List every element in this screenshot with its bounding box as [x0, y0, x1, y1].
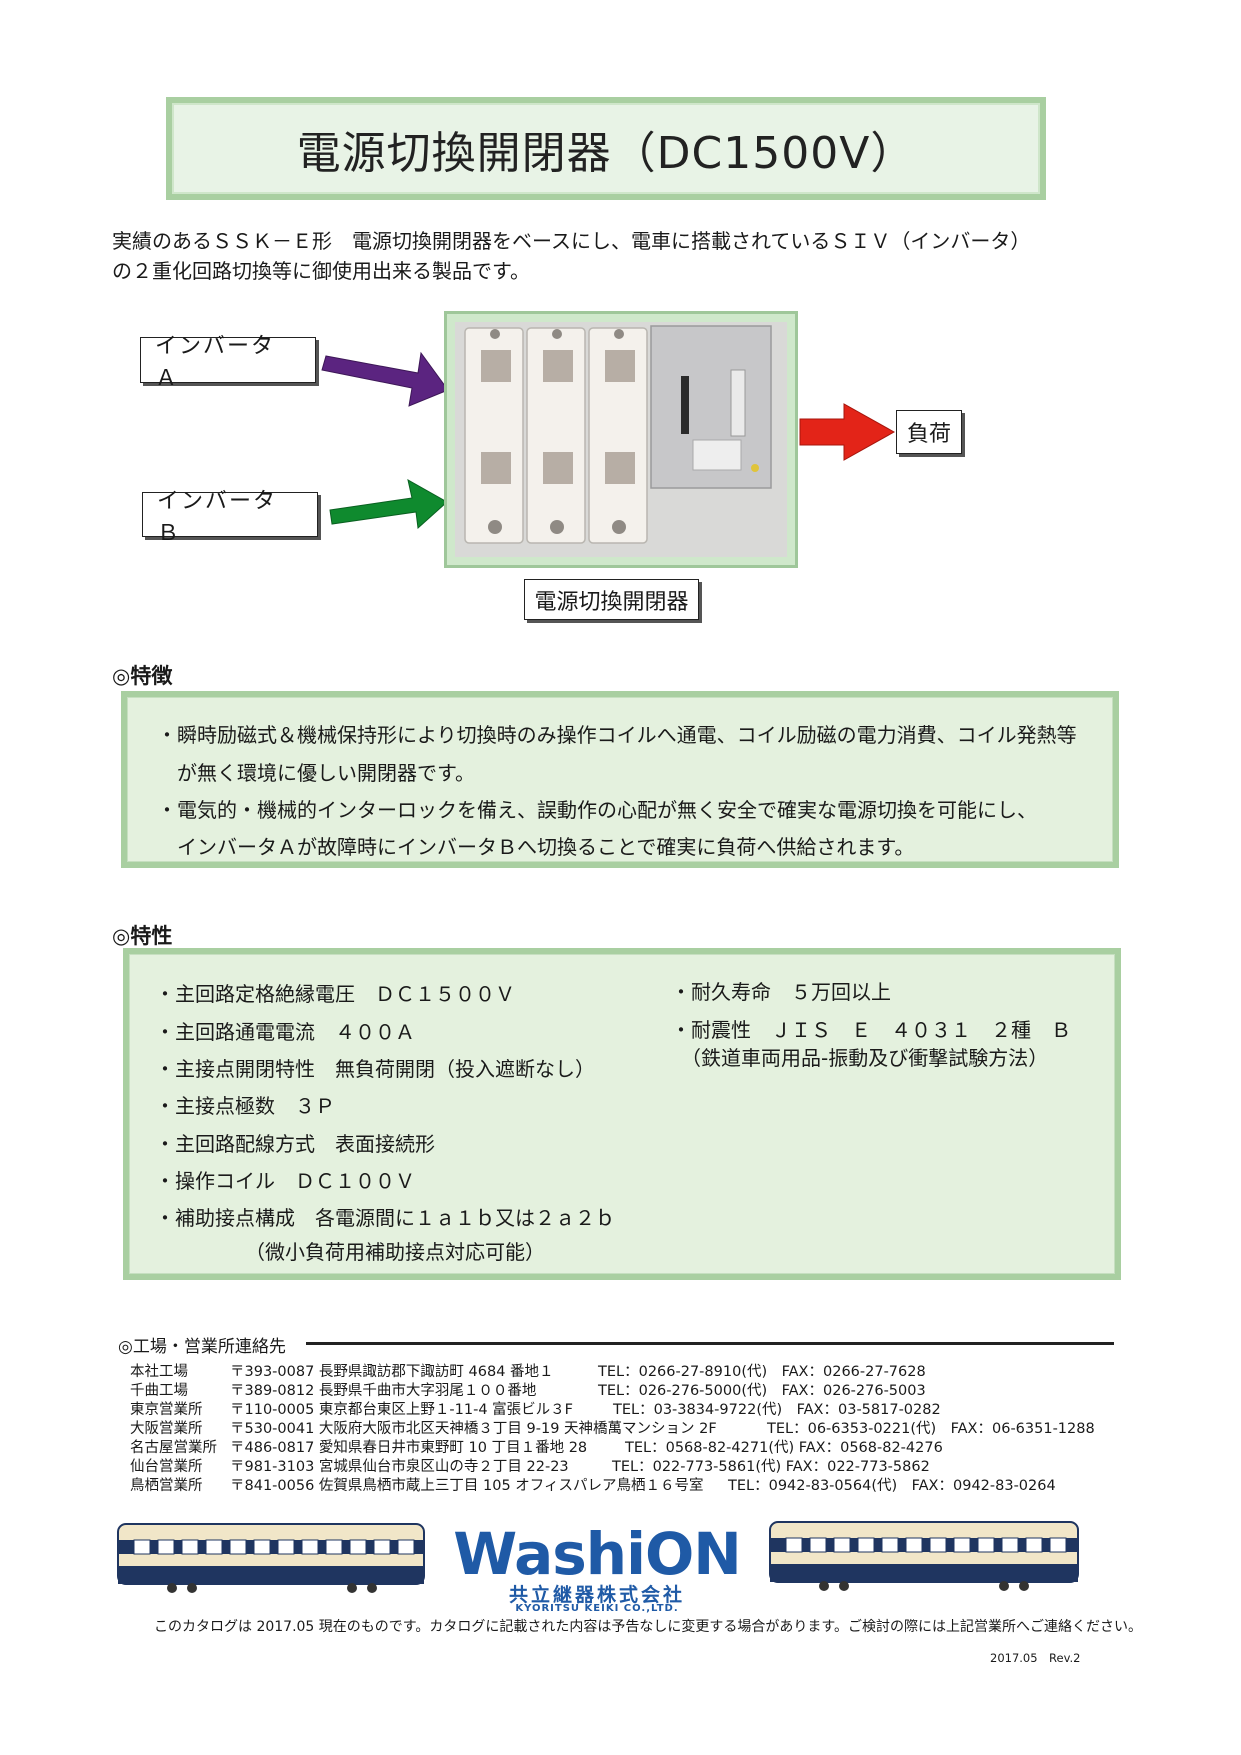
spec-line: ・主回路通電電流 ４００Ａ	[155, 1020, 415, 1044]
title-box: 電源切換開閉器（DC1500V）	[166, 97, 1046, 200]
office-name: 鳥栖営業所	[130, 1478, 203, 1494]
page-title: 電源切換開閉器（DC1500V）	[296, 127, 916, 179]
office-phone: TEL：0266-27-8910(代) FAX：0266-27-7628	[598, 1364, 926, 1380]
spec-line: ・操作コイル ＤＣ１００Ｖ	[155, 1169, 415, 1193]
company-name-jp: 共立継器株式会社	[508, 1584, 685, 1606]
office-name: 名古屋営業所	[130, 1440, 217, 1456]
feature-line: インバータＡが故障時にインバータＢへ切換ることで確実に負荷へ供給されます。	[157, 835, 915, 859]
spec-line: ・主接点極数 ３Ｐ	[155, 1094, 335, 1118]
load-label: 負荷	[896, 410, 962, 454]
office-name: 仙台営業所	[130, 1459, 203, 1475]
office-name: 大阪営業所	[130, 1421, 203, 1437]
office-phone: TEL：022-773-5861(代) FAX：022-773-5862	[612, 1459, 930, 1475]
office-address: 〒841-0056 佐賀県鳥栖市蔵上三丁目 105 オフィスパレア鳥栖１６号室	[230, 1478, 704, 1494]
device-photo	[455, 322, 787, 557]
arrow-load	[799, 403, 896, 461]
arrow-inverter-a	[321, 351, 449, 407]
office-address: 〒486-0817 愛知県春日井市東野町 10 丁目１番地 28	[230, 1440, 588, 1456]
office-name: 東京営業所	[130, 1402, 203, 1418]
train-right-illustration	[769, 1521, 1079, 1591]
office-phone: TEL：0568-82-4271(代) FAX：0568-82-4276	[625, 1440, 943, 1456]
office-name: 千曲工場	[130, 1383, 188, 1399]
office-phone: TEL：06-6353-0221(代) FAX：06-6351-1288	[767, 1421, 1095, 1437]
feature-line: ・電気的・機械的インターロックを備え、誤動作の心配が無く安全で確実な電源切換を可…	[157, 798, 1037, 822]
train-left-illustration	[117, 1523, 425, 1593]
office-phone: TEL：03-3834-9722(代) FAX：03-5817-0282	[613, 1402, 941, 1418]
spec-line: ・主回路配線方式 表面接続形	[155, 1132, 435, 1156]
company-logo: WashiON	[453, 1520, 742, 1588]
revision-label: 2017.05 Rev.2	[990, 1651, 1081, 1665]
arrow-inverter-b	[329, 479, 448, 530]
feature-line: ・瞬時励磁式＆機械保持形により切換時のみ操作コイルへ通電、コイル励磁の電力消費、…	[157, 723, 1077, 747]
device-label: 電源切換開閉器	[524, 579, 699, 620]
specs-box: ・主回路定格絶縁電圧 ＤＣ１５００Ｖ ・主回路通電電流 ４００Ａ ・主接点開閉特…	[123, 948, 1121, 1280]
office-address: 〒110-0005 東京都台東区上野１-11-4 富張ビル３F	[230, 1402, 574, 1418]
footer-note: このカタログは 2017.05 現在のものです。カタログに記載された内容は予告な…	[154, 1619, 1142, 1635]
spec-line: （鉄道車両用品-振動及び衝撃試験方法）	[671, 1046, 1049, 1070]
contacts-rule	[306, 1342, 1114, 1345]
intro-line-1: 実績のあるＳＳＫ－Ｅ形 電源切換開閉器をベースにし、電車に搭載されているＳＩＶ（…	[112, 229, 1031, 253]
spec-line: （微小負荷用補助接点対応可能）	[155, 1240, 545, 1264]
intro-line-2: の２重化回路切換等に御使用出来る製品です。	[112, 259, 530, 283]
features-heading: ◎特徴	[112, 664, 173, 688]
office-phone: TEL：026-276-5000(代) FAX：026-276-5003	[598, 1383, 926, 1399]
spec-line: ・補助接点構成 各電源間に１ａ１ｂ又は２ａ２ｂ	[155, 1206, 615, 1230]
features-box: ・瞬時励磁式＆機械保持形により切換時のみ操作コイルへ通電、コイル励磁の電力消費、…	[121, 691, 1119, 868]
spec-line: ・主接点開閉特性 無負荷開閉（投入遮断なし）	[155, 1057, 595, 1081]
specs-heading: ◎特性	[112, 924, 173, 948]
inverter-a-label: インバータ Ａ	[140, 334, 316, 391]
company-name-en: KYORITSU KEIKI CO.,LTD.	[515, 1603, 679, 1614]
office-address: 〒530-0041 大阪府大阪市北区天神橋３丁目 9-19 天神橋萬マンション …	[230, 1421, 717, 1437]
spec-line: ・耐震性 ＪＩＳ Ｅ ４０３１ ２種 Ｂ	[671, 1018, 1071, 1042]
office-address: 〒981-3103 宮城県仙台市泉区山の寺２丁目 22-23	[230, 1459, 569, 1475]
inverter-b-label: インバータ Ｂ	[142, 489, 318, 546]
office-address: 〒389-0812 長野県千曲市大字羽尾１００番地	[230, 1383, 537, 1399]
office-phone: TEL：0942-83-0564(代) FAX：0942-83-0264	[728, 1478, 1056, 1494]
spec-line: ・耐久寿命 ５万回以上	[671, 980, 891, 1004]
intro-text: 実績のあるＳＳＫ－Ｅ形 電源切換開閉器をベースにし、電車に搭載されているＳＩＶ（…	[112, 226, 1132, 286]
office-address: 〒393-0087 長野県諏訪郡下諏訪町 4684 番地１	[230, 1364, 554, 1380]
diagram-arrows	[321, 351, 896, 530]
spec-line: ・主回路定格絶縁電圧 ＤＣ１５００Ｖ	[155, 982, 515, 1006]
contacts-heading: ◎工場・営業所連絡先	[118, 1337, 286, 1357]
office-name: 本社工場	[130, 1364, 188, 1380]
feature-line: が無く環境に優しい開閉器です。	[157, 761, 475, 785]
device-photo-frame	[444, 311, 798, 568]
